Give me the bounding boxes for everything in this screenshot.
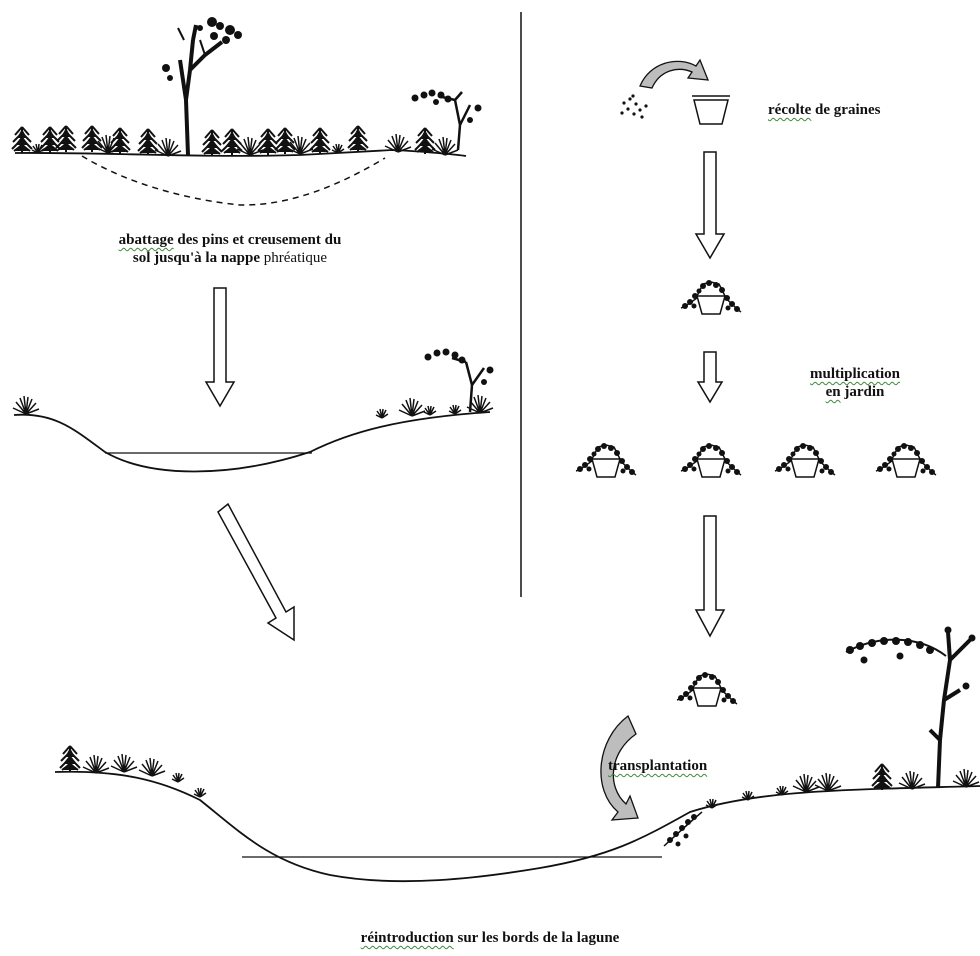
curved-arrow-icon — [639, 58, 710, 89]
grass-tuft-icon — [31, 143, 45, 154]
label-reintroduction-rest: sur les bords de la lagune — [457, 930, 620, 946]
label-excavation-line2: sol jusqu'à la nappe phréatique — [80, 249, 380, 267]
label-en: en — [825, 384, 841, 400]
label-reintroduction: réintroduction sur les bords de la lagun… — [300, 929, 680, 947]
potted-plant-icon — [875, 442, 937, 478]
label-excavation-line1-rest: des pins et creusement du — [177, 232, 342, 248]
potted-plant-icon — [676, 671, 738, 707]
label-abattage: abattage — [118, 232, 174, 248]
restored-lagoon-scene — [54, 626, 980, 883]
seeds-icon — [620, 94, 648, 119]
tall-tree-icon — [424, 348, 494, 413]
label-multiplication: multiplication en jardin — [790, 365, 920, 401]
label-excavation-line2-start: sol jusqu'à la nappe — [132, 250, 261, 266]
label-transplantation-word: transplantation — [608, 758, 708, 774]
pine-tree-icon — [871, 763, 893, 791]
label-seed-harvest: récolte de graines — [768, 101, 880, 119]
forest-scene — [11, 17, 482, 206]
label-phreatique: phréatique — [263, 250, 328, 266]
down-arrow-icon — [204, 287, 236, 408]
label-reintroduction-word: réintroduction — [360, 930, 454, 946]
pine-tree-icon — [11, 126, 33, 154]
label-excavation: abattage des pins et creusement du sol j… — [80, 231, 380, 267]
label-multiplication-word: multiplication — [809, 366, 900, 382]
down-arrow-icon — [694, 515, 726, 638]
potted-plant-icon — [774, 442, 836, 478]
label-en-jardin: en jardin — [790, 383, 920, 401]
curved-arrow-icon — [600, 714, 639, 821]
tall-tree-icon — [845, 626, 976, 789]
tall-tree-icon — [162, 17, 242, 156]
down-arrow-icon — [696, 351, 724, 404]
potted-plant-icon — [680, 442, 742, 478]
potted-plant-icon — [663, 811, 703, 847]
excavated-pond-scene — [12, 348, 494, 473]
potted-plant-icon — [575, 442, 637, 478]
pot-icon — [693, 99, 729, 125]
label-jardin: jardin — [844, 384, 885, 400]
tall-tree-icon — [411, 89, 482, 151]
pine-tree-icon — [59, 745, 81, 773]
label-transplantation: transplantation — [608, 757, 707, 775]
label-recolte: récolte — [768, 102, 812, 118]
diagonal-arrow-icon — [217, 502, 295, 642]
label-de-graines: de graines — [815, 102, 881, 118]
label-excavation-line1: abattage des pins et creusement du — [80, 231, 380, 249]
down-arrow-icon — [694, 151, 726, 260]
potted-plant-icon — [680, 279, 742, 315]
